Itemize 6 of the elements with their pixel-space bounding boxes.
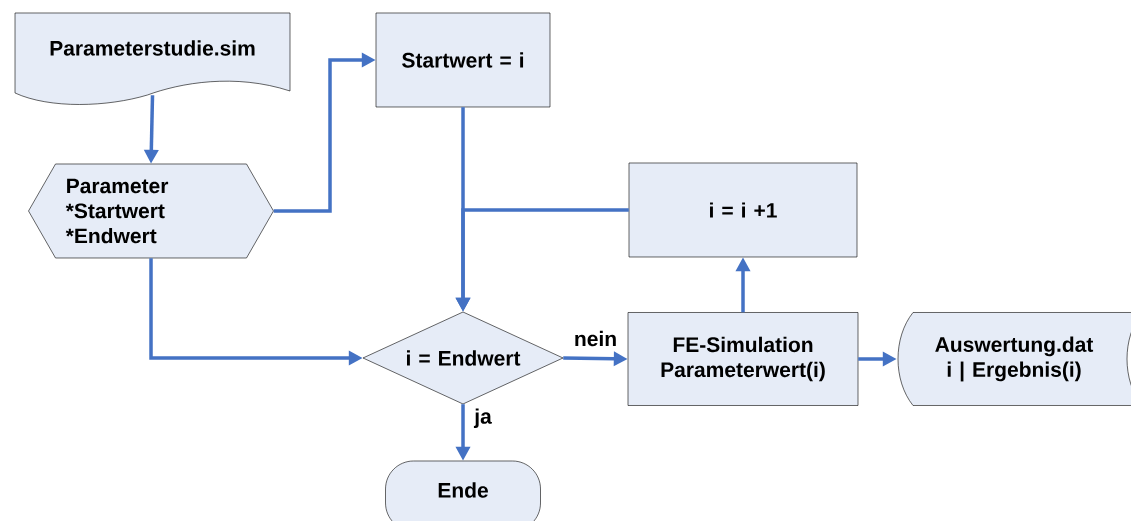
process-box: i = i +1 — [628, 162, 858, 258]
edge-label: nein — [572, 329, 619, 348]
process-box: Startwert = i — [375, 12, 551, 108]
edge-label: ja — [473, 407, 493, 429]
process-box: FE-Simulation Parameterwert(i) — [627, 312, 859, 406]
preparation-hexagon: Parameter *Startwert *Endwert — [28, 163, 274, 259]
